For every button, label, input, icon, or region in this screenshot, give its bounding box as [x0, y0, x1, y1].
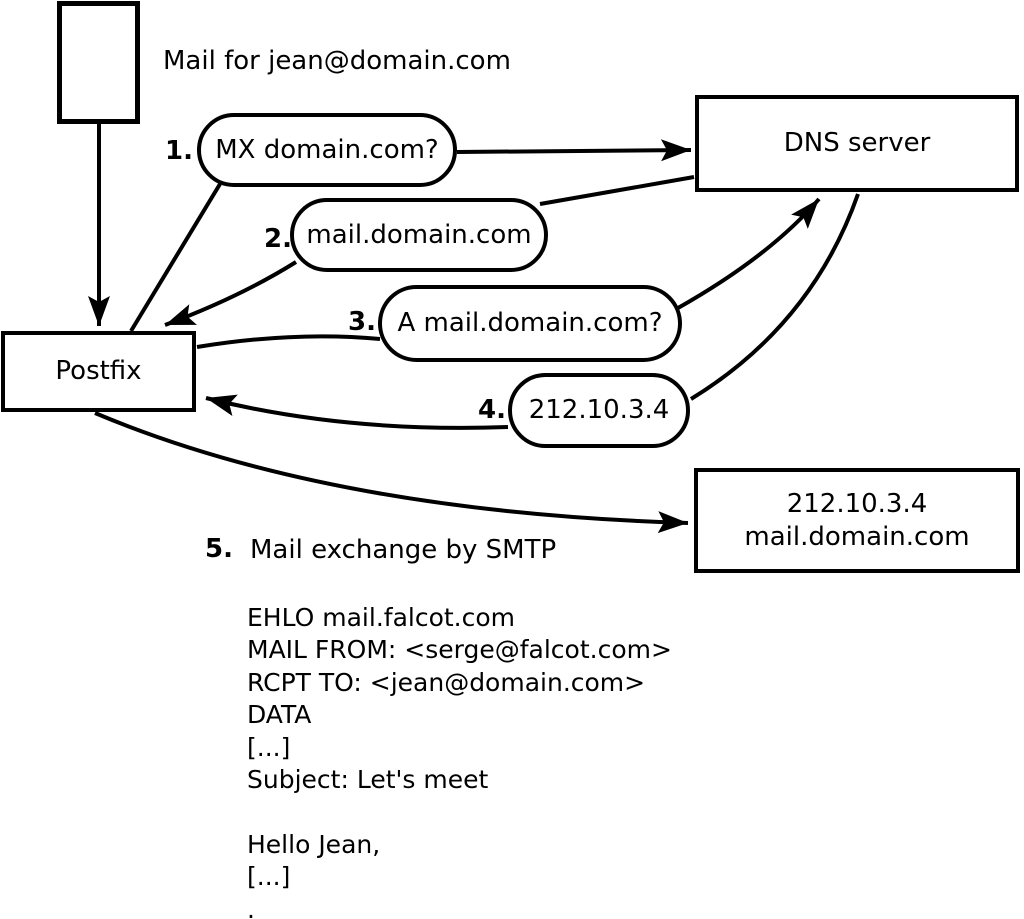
mail-note-label: Mail for jean@domain.com — [163, 46, 511, 76]
line-dns-to-answer4 — [689, 193, 860, 401]
smtp-line: Subject: Let's meet — [247, 765, 489, 795]
dns-server-box: DNS server — [695, 95, 1019, 192]
answer4-label: 212.10.3.4 — [528, 395, 670, 425]
postfix-label: Postfix — [55, 356, 142, 386]
mail-server-ip-label: 212.10.3.4 — [786, 488, 928, 519]
smtp-line: Hello Jean, — [247, 829, 381, 859]
query3-label: A mail.domain.com? — [397, 308, 663, 338]
step-number-4: 4. — [478, 395, 506, 425]
step-number-2: 2. — [264, 224, 292, 254]
arrow-query3-to-dns — [677, 197, 821, 310]
mail-server-hostname-label: mail.domain.com — [744, 521, 970, 552]
mail-server-box: 212.10.3.4 mail.domain.com — [694, 468, 1020, 573]
line-postfix-to-query3 — [196, 334, 381, 349]
smtp-line: [...] — [247, 862, 291, 892]
arrow-query1-to-dns — [456, 139, 692, 162]
answer2-label: mail.domain.com — [306, 219, 532, 250]
query1-label: MX domain.com? — [215, 134, 439, 165]
smtp-line: [...] — [247, 732, 291, 762]
arrow-answer4-to-postfix — [205, 394, 509, 430]
query3-pill: A mail.domain.com? — [378, 285, 682, 362]
query1-pill: MX domain.com? — [197, 113, 457, 187]
answer2-pill: mail.domain.com — [290, 198, 548, 272]
smtp-line: . — [247, 894, 255, 919]
postfix-box: Postfix — [1, 331, 196, 412]
smtp-line: RCPT TO: <jean@domain.com> — [247, 667, 646, 697]
line-dns-to-answer2 — [539, 175, 695, 206]
smtp-line: DATA — [247, 700, 312, 730]
smtp-line — [247, 796, 672, 828]
smtp-line: EHLO mail.falcot.com — [247, 603, 516, 632]
answer4-pill: 212.10.3.4 — [508, 373, 690, 448]
line-postfix-to-query1 — [129, 182, 222, 333]
smtp-exchange-label: Mail exchange by SMTP — [250, 535, 557, 565]
smtp-line: MAIL FROM: <serge@falcot.com> — [247, 635, 672, 665]
step-number-1: 1. — [165, 136, 193, 166]
arrow-postfix-to-mailserver-smtp — [94, 411, 689, 534]
step-number-3: 3. — [348, 307, 376, 337]
step-number-5: 5. — [205, 534, 233, 564]
arrow-answer2-to-postfix — [164, 260, 298, 327]
envelope-box — [57, 1, 140, 124]
dns-server-label: DNS server — [783, 128, 931, 158]
